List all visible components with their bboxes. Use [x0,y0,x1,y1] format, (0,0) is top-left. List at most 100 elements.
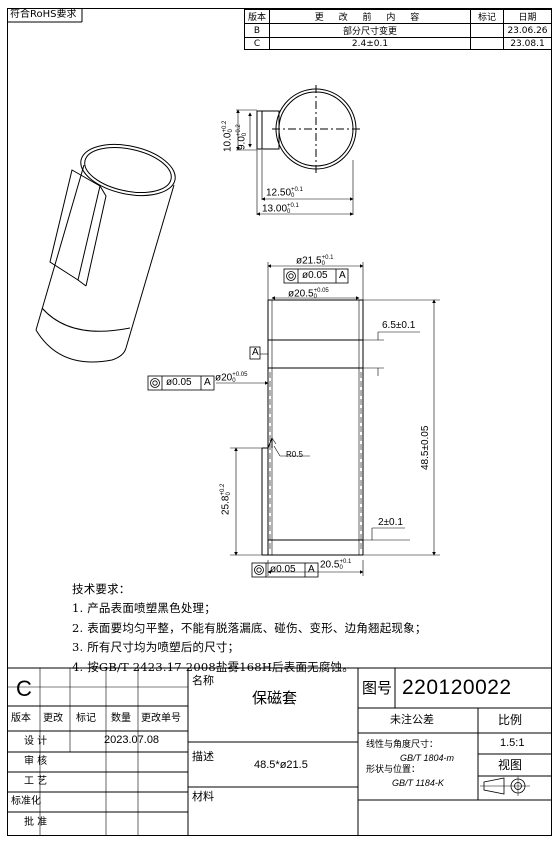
gdt-frame-box [147,375,215,391]
dim-2-label: 2±0.1 [378,517,403,528]
drawing-frame [7,8,552,836]
sleeve-right-edge [125,184,175,349]
tb-process-label: 工 艺 [24,776,48,787]
revision-table: 版本 更 改 前 内 容 标记 日期 B 部分尺寸变更 23.06.26 C 2… [244,9,552,50]
dim-9-tol-bot: 0 [242,132,248,137]
note-item: 1. 产品表面喷塑黑色处理； [72,601,216,616]
tb-view-label: 视图 [498,758,523,772]
sleeve-tab-edge [77,279,87,287]
tb-design-date: 2023.07.08 [104,734,160,746]
sleeve-top-inner [84,147,172,193]
dim-d20-5-value: ø20.5 [288,288,314,300]
dim-13-tol-top: +0.1 [287,203,299,209]
gdt-bottom-ref: A [308,564,315,575]
note-item: 2. 表面要均匀平整，不能有脱落漏底、碰伤、变形、边角翘起现象； [72,620,427,635]
note-item: 3. 所有尺寸均为喷塑后的尺寸； [72,640,240,655]
gdt-top-value: ø0.05 [302,270,328,281]
dim-10-tol-bot: 0 [228,129,234,133]
dim-9-value: 9.0 [236,136,248,150]
tb-scale-label: 比例 [498,713,523,727]
note-item: 4. 按GB/T 2423.17-2008盐雾168H后表面无腐蚀。 [72,659,354,674]
dim-d20-tol-bot: 0 [232,378,236,384]
concentricity-icon [152,380,158,386]
radius-label: R0.5 [286,450,303,459]
dim-d21-5-value: ø21.5 [296,255,322,267]
gdt-frame-mid [147,375,215,391]
revision-row: B 部分尺寸变更 23.06.26 [244,23,552,38]
tb-tol-line2: 形状与位置： [366,765,421,775]
gdt-frame-bottom [251,562,319,578]
tb-col-label: 版本 [11,713,31,724]
gdt-bottom-value: ø0.05 [270,564,296,575]
tb-dwg-label: 图号 [362,679,393,697]
leader-line [273,445,281,457]
sleeve-tab [49,169,101,281]
gdt-frame-box [251,562,319,578]
dim-d21-5-tol-bot: 0 [321,261,325,267]
revision-row: C 2.4±0.1 23.08.1 [244,37,552,50]
projection-symbol-icon [480,776,530,796]
datum-box [249,346,261,360]
dim-12-5-tol-bot: 0 [291,193,295,199]
dim-d20-5-tol-top: +0.05 [313,288,329,294]
tb-tol-line1: 线性与角度尺寸： [366,740,439,750]
concentricity-icon [286,271,296,281]
sleeve-left-edge [35,164,85,331]
tab-edge [271,437,277,445]
tab-profile [262,437,273,449]
rev-date: 23.08.1 [503,37,552,50]
dim-20-5-tol-bot: 0 [339,565,343,571]
gdt-mid-ref: A [204,377,211,388]
dim-12-5-tol-top: +0.1 [291,187,303,193]
dim-d20-value: ø20 [215,372,233,384]
notes-title: 技术要求： [72,582,131,596]
tb-tol-std1: GB/T 1804-m [400,753,455,763]
dim-10-value: 10.0 [222,132,234,152]
sleeve-tab-edge [85,195,107,287]
dim-20-5-tol-top: +0.1 [339,559,352,565]
tb-col-label: 标记 [76,713,96,724]
sleeve-bottom-edge [35,329,127,363]
datum-label: A [252,347,259,358]
dim-6-5-label: 6.5±0.1 [382,320,416,331]
tb-desc-label: 描述 [192,750,214,763]
tb-design-label: 设 计 [24,736,48,747]
tb-tol-std2: GB/T 1184-K [392,778,444,788]
title-block [8,667,552,835]
rev-content: 2.4±0.1 [269,37,471,50]
tb-name-value: 保磁套 [252,689,298,707]
tb-col-label: 数量 [111,713,131,724]
tb-approve-label: 批 准 [24,817,48,828]
dim-20-5-value: 20.5 [320,559,340,571]
tb-rev-letter: C [16,676,32,701]
sleeve-top-rim [80,143,176,197]
tb-std-label: 标准化 [11,796,41,807]
concentricity-icon [254,565,264,575]
dim-12-5-value: 12.50 [266,187,292,199]
tb-scale-value: 1.5:1 [500,737,525,749]
top-view-tab [256,110,280,150]
dim-25-8-tol-bot: 0 [226,492,232,496]
dim-25-8-value: 25.8 [220,495,232,515]
front-view [216,262,440,576]
isometric-view [35,143,176,363]
gdt-frame-top [283,268,349,284]
tb-name-label: 名称 [192,674,214,687]
dim-13-tol-bot: 0 [287,209,291,215]
tb-check-label: 审 核 [24,756,48,767]
dim-d20-5-tol-bot: 0 [313,294,317,300]
sleeve-step-line [41,307,131,332]
concentricity-icon [150,378,160,388]
dim-d20-tol-top: +0.05 [232,372,248,378]
gdt-top-ref: A [339,270,346,281]
dim-d21-5-tol-top: +0.1 [321,255,334,261]
